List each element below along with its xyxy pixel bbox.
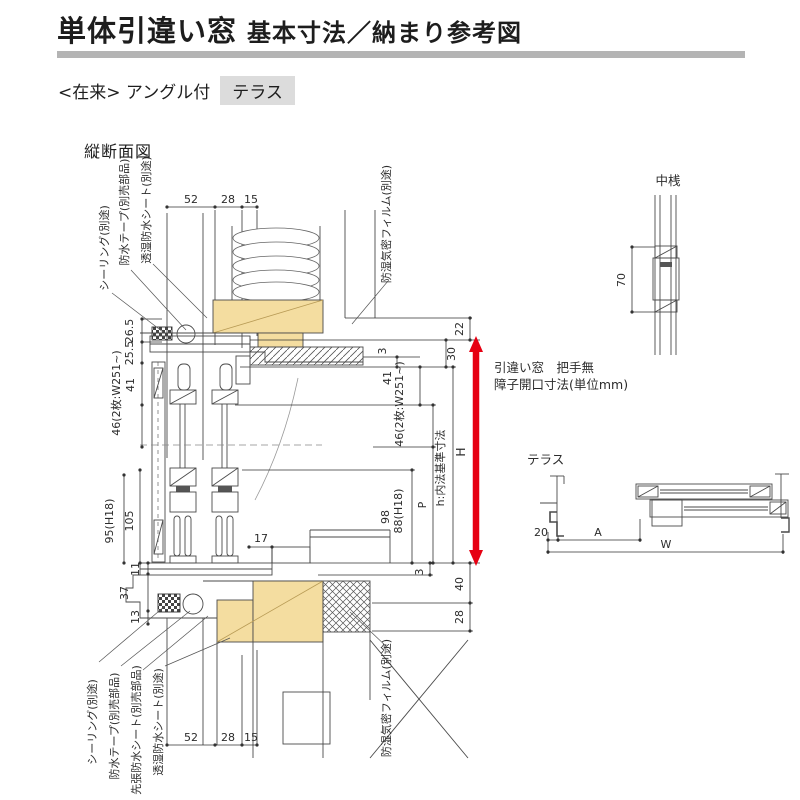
dim-left-105: 105 <box>123 511 136 532</box>
dim-right-P: P <box>416 501 429 508</box>
swing-arc <box>254 377 299 501</box>
insulation-coil <box>232 227 320 303</box>
dims-bottom <box>165 743 259 747</box>
title-divider <box>57 51 745 58</box>
annotation-bottom-sheet: 透湿防水シート(別途) <box>151 668 165 776</box>
variant-tag-terrace: テラス <box>220 76 295 105</box>
sash-exterior <box>169 363 197 564</box>
page-title-main: 単体引違い窓 <box>57 14 238 48</box>
dim-left-26-5: 26.5 <box>123 319 136 344</box>
dim-left-95: 95(H18) <box>103 499 116 544</box>
note-line2: 障子開口寸法(単位mm) <box>494 377 628 392</box>
dim-gap17: 17 <box>254 532 268 545</box>
dim-right-40: 40 <box>453 577 466 591</box>
annotation-top-sealing: シーリング(別途) <box>97 205 111 291</box>
dim-right-41: 41 <box>381 371 394 385</box>
wall-below-window <box>166 580 469 759</box>
annotation-bottom-sakibari: 先張防水シート(別売部品) <box>129 665 143 795</box>
annotation-leaders <box>98 263 389 671</box>
interior-stool <box>271 529 391 564</box>
middle-rail-label: 中桟 <box>655 173 681 188</box>
dim-top-28: 28 <box>221 193 235 206</box>
dim-rail-70: 70 <box>615 273 628 287</box>
dim-right-28: 28 <box>453 610 466 624</box>
dim-right-46: 46(2枚:W251~) <box>392 361 406 446</box>
dim-right-h: h:内法基準寸法 <box>433 430 447 507</box>
terrace-dims <box>546 519 785 554</box>
vertical-section-label: 縦断面図 <box>84 142 153 161</box>
dim-left-11: 11 <box>129 562 142 576</box>
annotation-top-tape: 防水テープ(別売部品) <box>117 159 131 266</box>
variant-row: <在来> アングル付 テラス <box>58 76 295 105</box>
annotation-bottom-tape: 防水テープ(別売部品) <box>107 673 121 780</box>
middle-rail-detail <box>652 195 680 355</box>
page-title: 単体引違い窓基本寸法／納まり参考図 <box>57 8 522 50</box>
dim-right-30: 30 <box>445 347 458 361</box>
dim-left-13: 13 <box>129 610 142 624</box>
dim-gap17-lines <box>247 545 274 563</box>
terrace-section <box>540 473 790 537</box>
annotation-top-sheet: 透湿防水シート(別途) <box>139 156 153 264</box>
dims-right <box>235 316 480 633</box>
frame-jamb-strip <box>151 361 166 563</box>
dims-top <box>165 205 259 209</box>
dim-top-15: 15 <box>244 193 258 206</box>
dim-right-3a: 3 <box>376 348 389 355</box>
variant-text: <在来> アングル付 <box>58 83 211 103</box>
dim-right-22: 22 <box>453 322 466 336</box>
dim-rail70-lines <box>630 245 655 314</box>
annotation-top-film: 防湿気密フィルム(別途) <box>379 165 393 283</box>
dim-terrace-20: 20 <box>534 526 548 539</box>
dim-right-88: 88(H18) <box>392 489 405 534</box>
dim-right-3b: 3 <box>413 569 426 576</box>
dim-left-25-5: 25.5 <box>123 341 136 366</box>
head-frame <box>140 324 363 385</box>
dim-left-37: 37 <box>118 586 131 600</box>
page-title-sub: 基本寸法／納まり参考図 <box>247 19 523 47</box>
dim-bottom-15: 15 <box>244 731 258 744</box>
dim-bottom-52: 52 <box>184 731 198 744</box>
dim-top-52: 52 <box>184 193 198 206</box>
note-line1: 引違い窓 把手無 <box>494 360 594 375</box>
dim-terrace-A: A <box>594 526 602 539</box>
dim-right-98: 98 <box>379 510 392 524</box>
dim-right-H: H <box>453 447 468 456</box>
height-arrow <box>469 336 483 566</box>
dim-left-41: 41 <box>124 378 137 392</box>
sash-interior <box>211 363 239 564</box>
dim-left-46: 46(2枚:W251~) <box>109 350 123 435</box>
terrace-label: テラス <box>527 452 564 467</box>
dim-bottom-28: 28 <box>221 731 235 744</box>
annotation-bottom-film: 防湿気密フィルム(別途) <box>379 639 393 757</box>
dim-terrace-W: W <box>661 538 672 551</box>
dims-left <box>122 317 162 626</box>
annotation-bottom-sealing: シーリング(別途) <box>85 679 99 765</box>
